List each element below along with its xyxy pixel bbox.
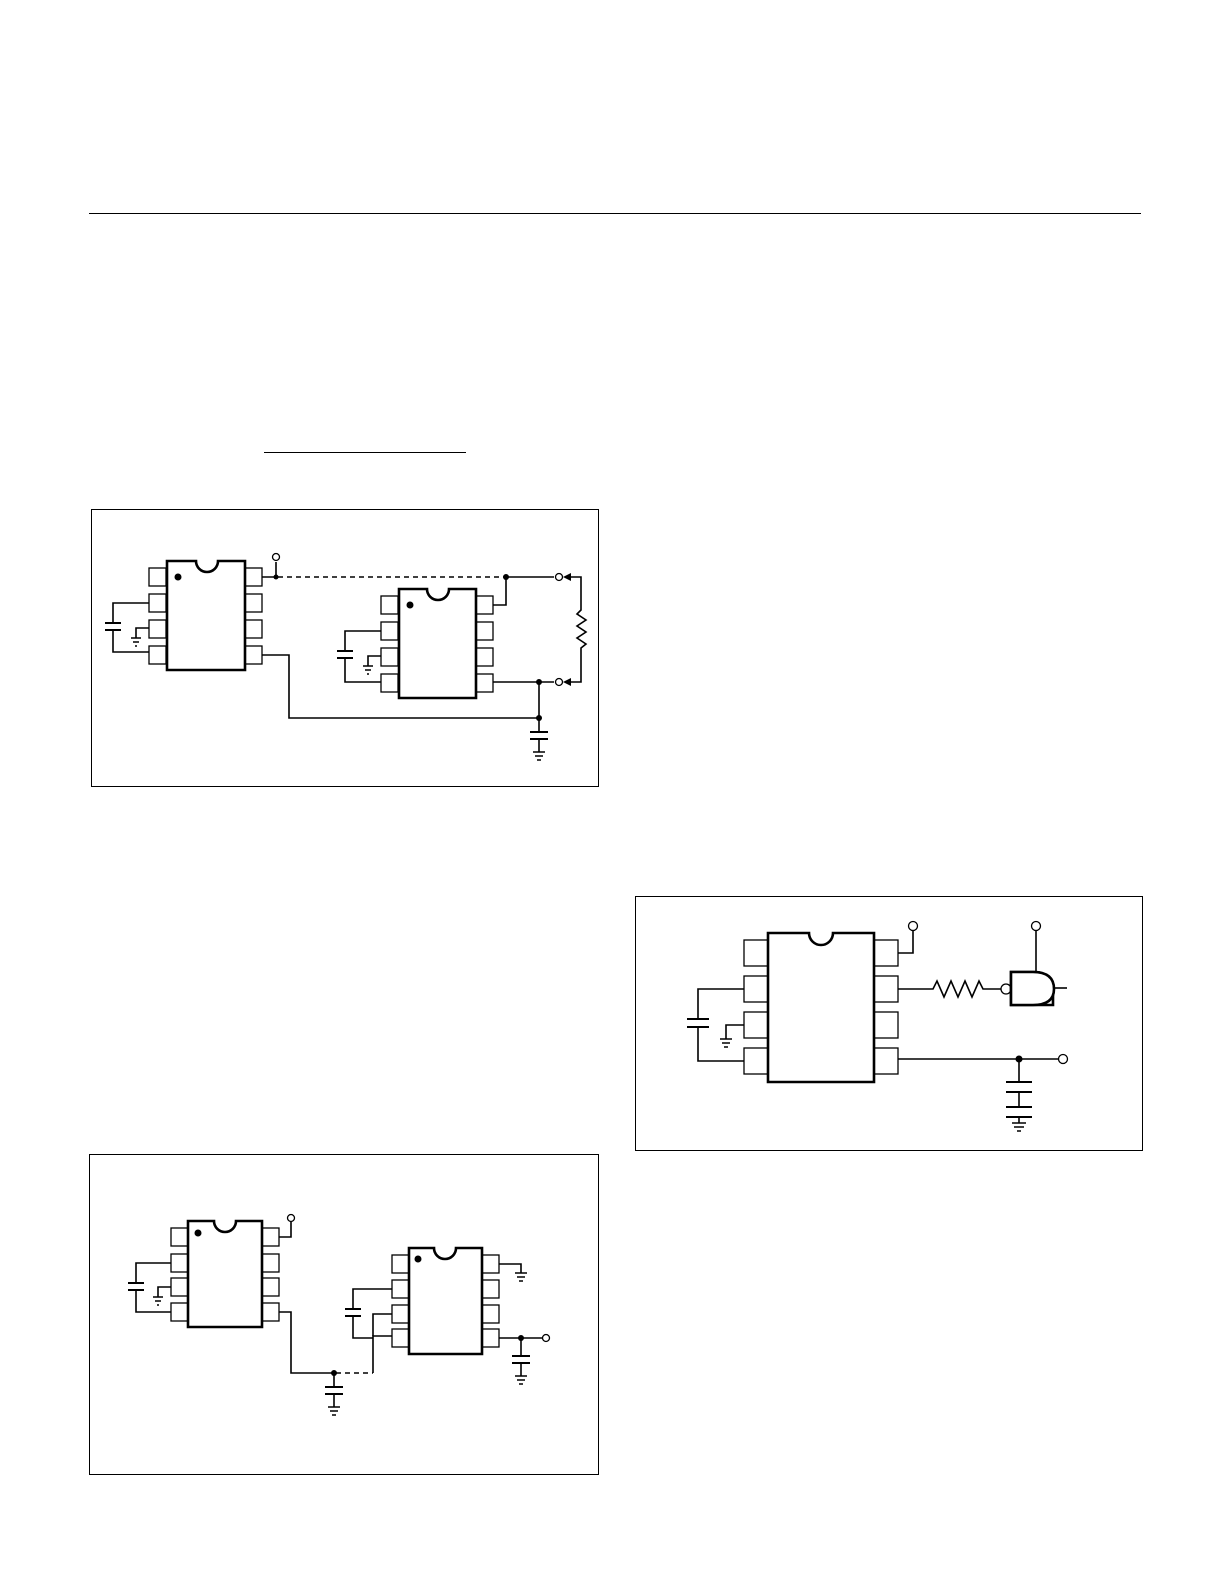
heading-underline — [264, 452, 466, 453]
terminal-icon — [541, 1333, 551, 1343]
ground-icon — [153, 1296, 163, 1306]
terminal-icon — [554, 572, 564, 582]
ground-icon — [131, 637, 141, 647]
chip-input-network — [687, 988, 744, 1062]
figure-cascaded-chip-circuit — [89, 1154, 599, 1475]
terminal-icon — [271, 552, 281, 562]
ic-chip-1 — [148, 559, 263, 672]
ic-chip-main — [743, 931, 899, 1084]
ground-icon — [720, 1038, 732, 1048]
ic-chip-2 — [391, 1246, 500, 1356]
chip2-input-network — [337, 630, 381, 683]
chip1-input-network — [128, 1262, 171, 1313]
pin1-marker-icon — [414, 1255, 422, 1263]
ground-icon — [515, 1375, 527, 1385]
ground-icon — [1012, 1122, 1026, 1132]
ic-chip-1 — [170, 1219, 280, 1329]
potentiometer — [563, 573, 588, 686]
inverter-bubble-icon — [1000, 983, 1012, 995]
ground-icon — [533, 751, 545, 761]
schematic-b — [687, 920, 1069, 1132]
bottom-capacitor — [530, 731, 548, 761]
terminal-icon — [907, 920, 919, 932]
ground-icon — [515, 1272, 527, 1282]
pin1-marker-icon — [174, 573, 182, 581]
pin1-marker-icon — [406, 601, 414, 609]
terminal-icon — [1057, 1053, 1069, 1065]
terminal-icon — [554, 677, 564, 687]
schematic-c — [128, 1213, 551, 1416]
ground-icon — [328, 1406, 340, 1416]
figure-chip-gate-circuit — [635, 896, 1143, 1151]
chip2-input-network — [345, 1288, 392, 1339]
terminal-icon — [286, 1213, 296, 1223]
nand-gate-icon — [1009, 970, 1056, 1007]
ground-icon — [363, 665, 373, 675]
figure-two-chip-resistor-circuit — [91, 509, 599, 787]
chip1-input-network — [105, 602, 149, 653]
ic-chip-2 — [380, 587, 494, 700]
header-rule — [89, 213, 1141, 214]
terminal-icon — [1030, 920, 1042, 932]
schematic-a — [105, 552, 588, 761]
pin1-marker-icon — [194, 1229, 202, 1237]
